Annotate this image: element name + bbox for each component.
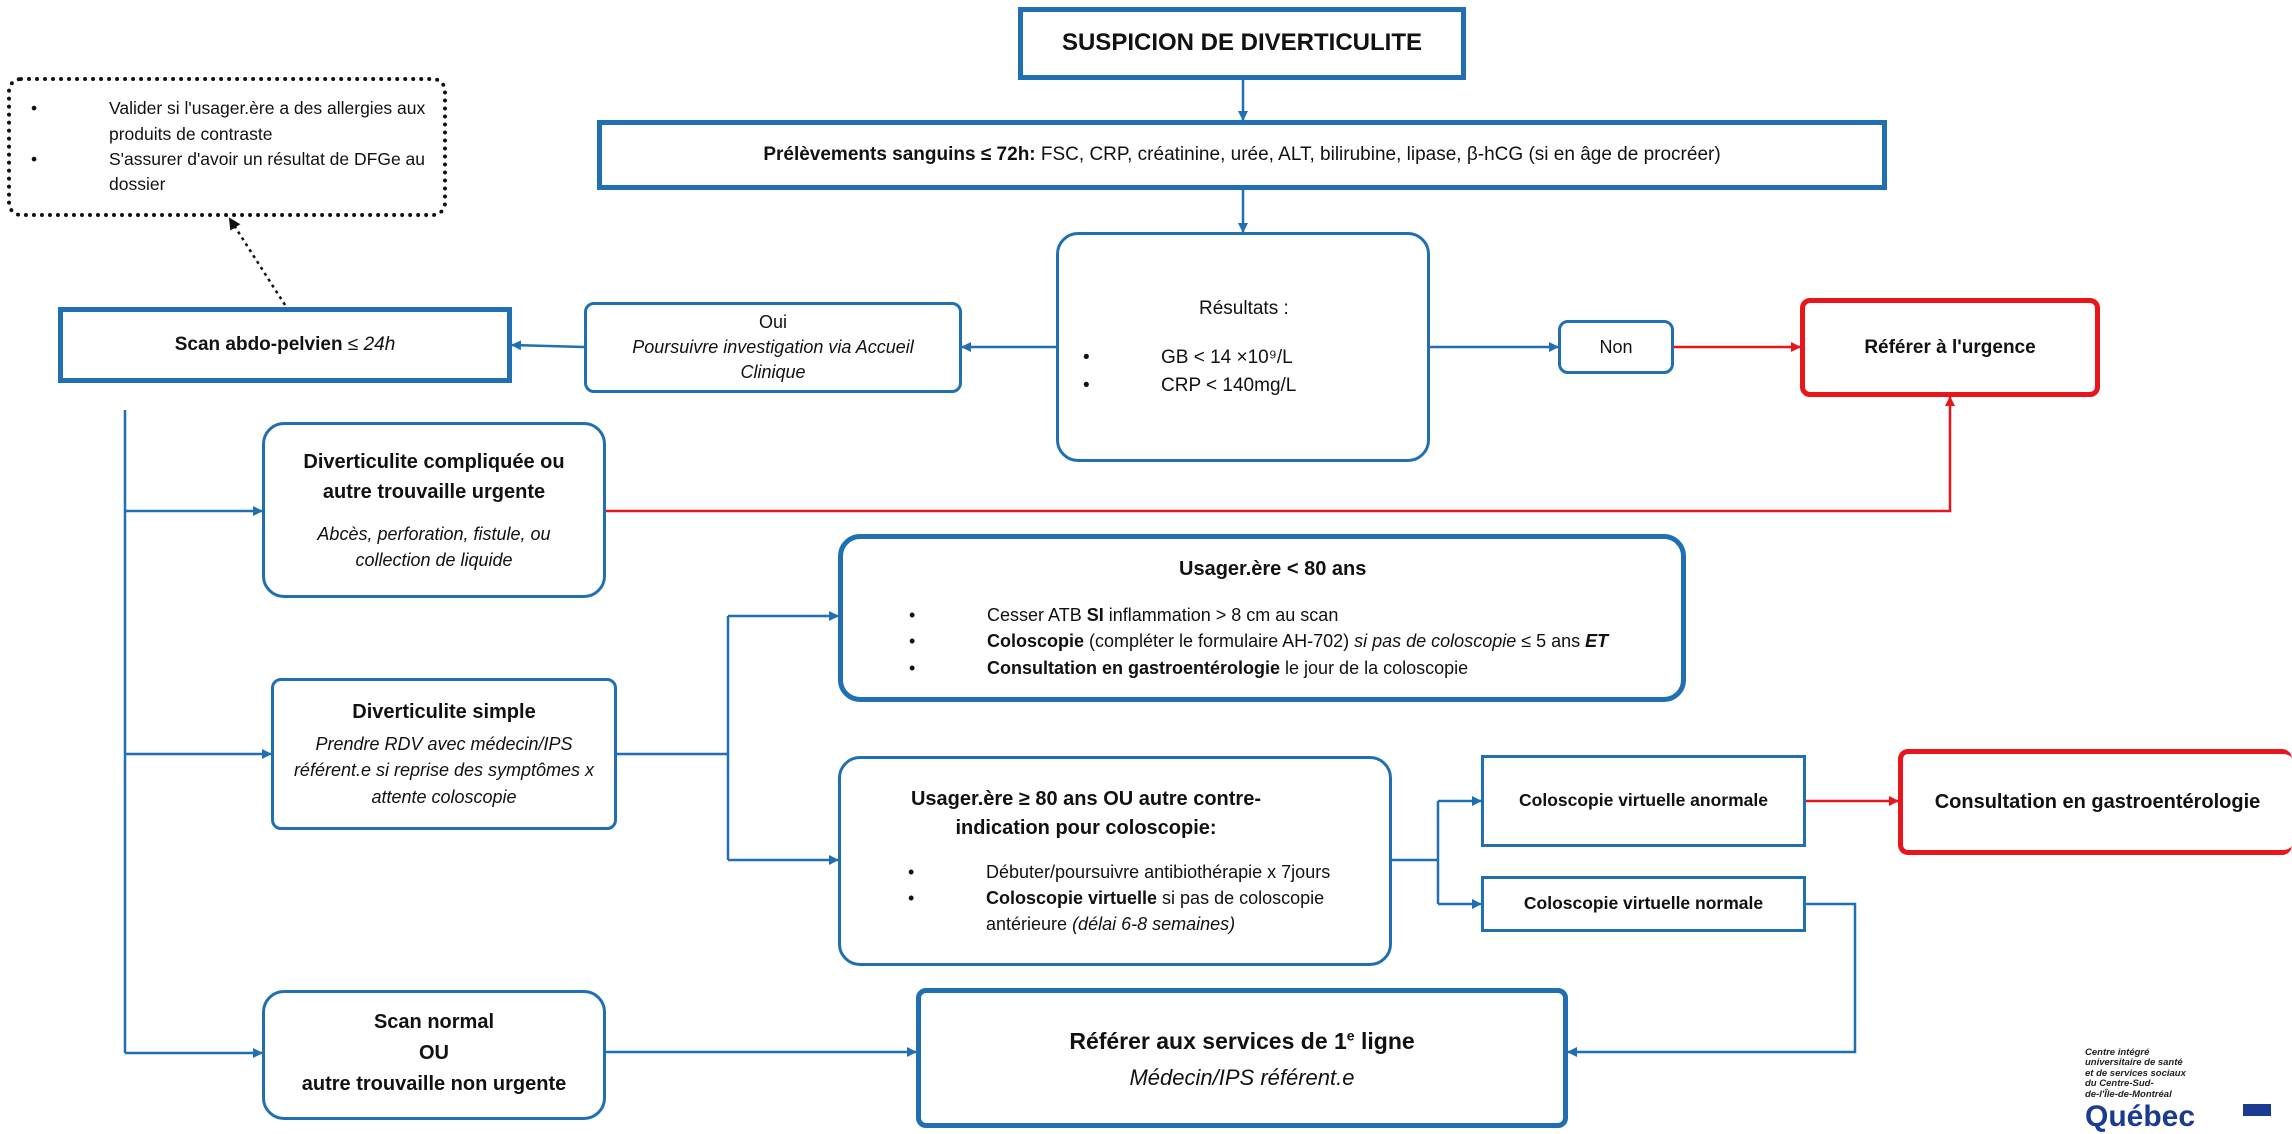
blood-tests-list: FSC, CRP, créatinine, urée, ALT, bilirub…	[1035, 144, 1721, 166]
blood-tests-box: Prélèvements sanguins ≤ 72h: FSC, CRP, c…	[597, 120, 1887, 190]
quebec-flag-icon	[2243, 1104, 2271, 1116]
oui-label: Oui	[758, 311, 787, 332]
results-box: Résultats : GB < 14 ×10⁹/L CRP < 140mg/L	[1056, 232, 1430, 462]
premiere-ligne-sub: Médecin/IPS référent.e	[1129, 1065, 1355, 1091]
under80-item: Coloscopie (compléter le formulaire AH-7…	[909, 628, 1608, 654]
under80-item: Cesser ATB SI inflammation > 8 cm au sca…	[909, 602, 1608, 628]
oui-box: Oui Poursuivre investigation via Accueil…	[584, 302, 962, 393]
scan-abdo-box: Scan abdo-pelvien ≤ 24h	[58, 307, 512, 383]
results-crp: CRP < 140mg/L	[1083, 372, 1297, 400]
over80-item: Coloscopie virtuelle si pas de coloscopi…	[908, 885, 1346, 937]
blood-tests-text: Prélèvements sanguins ≤ 72h: FSC, CRP, c…	[763, 141, 1720, 169]
over80-list: Débuter/poursuivre antibiothérapie x 7jo…	[908, 859, 1346, 937]
urgence-box: Référer à l'urgence	[1800, 298, 2100, 397]
scan-abdo-label: Scan abdo-pelvien	[174, 334, 348, 356]
note-item: S'assurer d'avoir un résultat de DFGe au…	[31, 147, 439, 198]
consult-gastro-label: Consultation en gastroentérologie	[1934, 790, 2261, 813]
note-box: Valider si l'usager.ère a des allergies …	[7, 77, 447, 217]
title-box: SUSPICION DE DIVERTICULITE	[1018, 7, 1466, 80]
results-gb: GB < 14 ×10⁹/L	[1083, 344, 1296, 372]
ciusss-logo: Centre intégré universitaire de santé et…	[2085, 1047, 2285, 1133]
non-label: Non	[1599, 336, 1633, 357]
premiere-ligne-title: Référer aux services de 1e ligne	[1069, 1027, 1415, 1054]
under80-list: Cesser ATB SI inflammation > 8 cm au sca…	[909, 602, 1608, 681]
note-list: Valider si l'usager.ère a des allergies …	[31, 96, 439, 198]
cv-normale-box: Coloscopie virtuelle normale	[1481, 876, 1806, 932]
logo-quebec: Québec	[2085, 1100, 2196, 1133]
results-title: Résultats :	[1199, 297, 1289, 319]
note-item: Valider si l'usager.ère a des allergies …	[31, 96, 439, 147]
scan-abdo-delay: ≤ 24h	[347, 334, 396, 356]
over80-item: Débuter/poursuivre antibiothérapie x 7jo…	[908, 859, 1346, 885]
non-box: Non	[1558, 320, 1674, 374]
cv-normale-label: Coloscopie virtuelle normale	[1523, 893, 1764, 914]
blood-tests-label: Prélèvements sanguins ≤ 72h:	[763, 144, 1036, 166]
over80-title: Usager.ère ≥ 80 ans OU autre contre-indi…	[910, 787, 1261, 839]
scan-normal-l3: autre trouvaille non urgente	[301, 1073, 567, 1095]
edge-normale-premiereligne	[1567, 902, 1857, 1057]
logo-line: de-l'Île-de-Montréal	[2085, 1088, 2172, 1100]
edge-compliquee-urgence	[606, 396, 1955, 513]
cv-anormale-label: Coloscopie virtuelle anormale	[1519, 790, 1768, 811]
compliquee-title: Diverticulite compliquée ou autre trouva…	[303, 450, 565, 503]
scan-normal-l2: OU	[419, 1042, 449, 1064]
simple-title: Diverticulite simple	[352, 701, 536, 724]
simple-box: Diverticulite simple Prendre RDV avec mé…	[271, 678, 617, 830]
simple-text: Prendre RDV avec médecin/IPS référent.e …	[293, 734, 595, 807]
under80-item: Consultation en gastroentérologie le jou…	[909, 655, 1608, 681]
title-text: SUSPICION DE DIVERTICULITE	[1061, 29, 1423, 57]
scan-normal-box: Scan normal OU autre trouvaille non urge…	[262, 990, 606, 1120]
compliquee-box: Diverticulite compliquée ou autre trouva…	[262, 422, 606, 598]
under80-box: Usager.ère < 80 ans Cesser ATB SI inflam…	[838, 534, 1686, 702]
oui-text: Poursuivre investigation via Accueil Cli…	[632, 336, 914, 383]
urgence-label: Référer à l'urgence	[1864, 336, 2036, 358]
cv-anormale-box: Coloscopie virtuelle anormale	[1481, 755, 1806, 847]
scan-normal-l1: Scan normal	[373, 1011, 495, 1033]
edge-oui-scan	[511, 340, 585, 351]
logo-line: et de services sociaux	[2085, 1067, 2186, 1079]
compliquee-text: Abcès, perforation, fistule, ou collecti…	[317, 523, 551, 570]
logo-line: du Centre-Sud-	[2085, 1078, 2154, 1090]
results-list: GB < 14 ×10⁹/L CRP < 140mg/L	[1083, 344, 1297, 400]
over80-box: Usager.ère ≥ 80 ans OU autre contre-indi…	[838, 756, 1392, 966]
logo-line: Centre intégré	[2085, 1047, 2150, 1058]
edge-scan-note	[228, 217, 287, 306]
consult-gastro-box: Consultation en gastroentérologie	[1898, 749, 2292, 855]
premiere-ligne-box: Référer aux services de 1e ligne Médecin…	[916, 988, 1568, 1128]
under80-title: Usager.ère < 80 ans	[1179, 558, 1367, 581]
scan-abdo-text: Scan abdo-pelvien ≤ 24h	[175, 331, 396, 359]
logo-line: universitaire de santé	[2085, 1057, 2183, 1069]
